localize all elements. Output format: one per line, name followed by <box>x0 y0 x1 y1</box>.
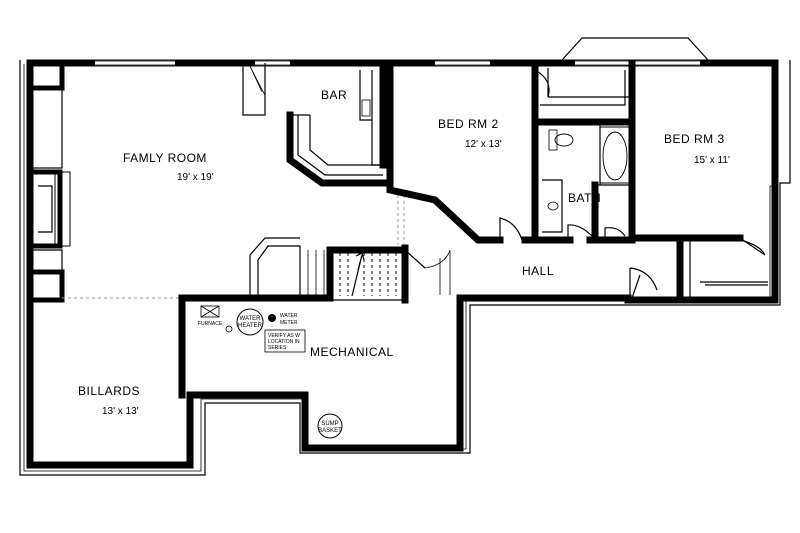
billiards-size: 13' x 13' <box>102 406 139 417</box>
bathroom <box>531 59 636 244</box>
water-heater-label-1: WATER <box>240 316 262 322</box>
water-meter: WATER METER <box>268 313 298 326</box>
sump-basket: SUMP BASKET <box>317 413 343 439</box>
bed-rm-2-label: BED RM 2 <box>438 117 499 131</box>
windows-top <box>95 37 709 66</box>
floor-drain <box>225 325 233 333</box>
bed-rm-2-size: 12' x 13' <box>465 139 502 150</box>
mechanical-door <box>404 249 451 295</box>
panel-label-3: SERIES <box>268 345 287 351</box>
electrical-panel: VERIFY AS W LOCATION IN SERIES <box>264 329 306 353</box>
water-heater: WATER HEATER <box>236 308 264 336</box>
family-room-size: 19' x 19' <box>177 172 214 183</box>
furnace: FURNACE <box>198 305 223 327</box>
bed-rm-3-label: BED RM 3 <box>664 132 725 146</box>
hall-doors <box>629 267 658 299</box>
water-meter-label-1: WATER <box>280 313 298 319</box>
water-meter-label-2: METER <box>280 320 298 326</box>
hall-label: HALL <box>522 264 554 278</box>
bath-label: BATH <box>568 191 601 205</box>
mechanical-label: MECHANICAL <box>310 345 394 359</box>
fireplace <box>27 60 71 303</box>
open-edge <box>397 195 405 245</box>
furnace-label: FURNACE <box>198 321 223 327</box>
interior-walls <box>178 244 409 399</box>
staircase <box>249 237 397 298</box>
panel-label-1: VERIFY AS W <box>268 333 300 339</box>
bed-rm-3-size: 15' x 11' <box>694 155 730 166</box>
family-room-label: FAMLY ROOM <box>123 151 207 165</box>
panel-label-2: LOCATION IN <box>268 339 300 345</box>
bedroom-2-walls <box>386 59 630 244</box>
billiards-label: BILLARDS <box>78 384 140 398</box>
water-heater-label-2: HEATER <box>238 323 263 329</box>
bedroom-3-walls <box>628 234 768 302</box>
sump-label-2: BASKET <box>318 428 342 434</box>
bar-label: BAR <box>321 88 347 102</box>
bar-area <box>242 59 394 187</box>
sump-label-1: SUMP <box>321 421 338 427</box>
